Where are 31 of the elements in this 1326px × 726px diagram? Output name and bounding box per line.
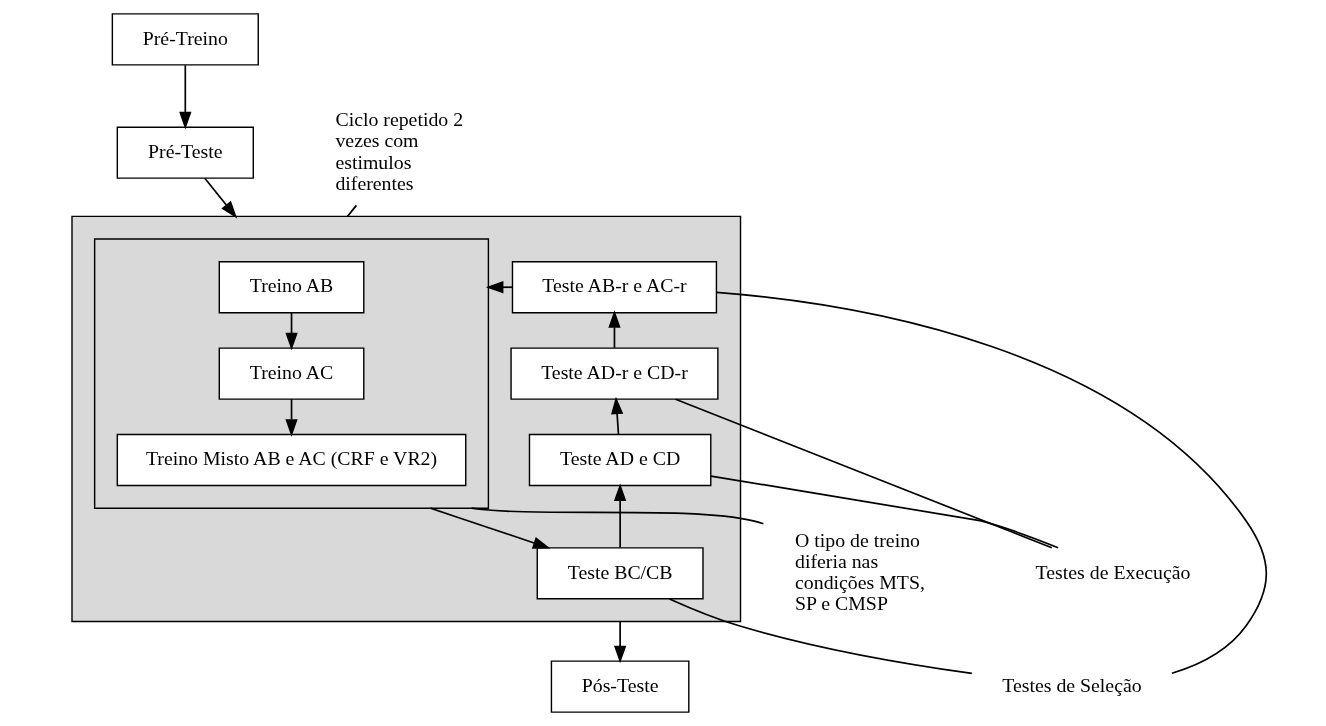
node-text: Testes de Execução (1035, 560, 1190, 583)
node-box: Teste AB-r e AC-r (511, 261, 717, 314)
arrow (178, 64, 191, 130)
connector (715, 291, 1267, 675)
cluster (70, 215, 741, 623)
connector (470, 507, 764, 525)
arrow (284, 311, 298, 351)
node-box: Teste BC/CB (536, 547, 704, 600)
arrow (203, 177, 237, 219)
node-box: Treino Misto AB e AC (CRF e VR2) (116, 433, 466, 487)
connector (674, 398, 1053, 549)
node-box: Teste AD e CD (528, 433, 711, 487)
node-box: Treino AC (218, 347, 364, 400)
node-box: Pós-Teste (550, 660, 690, 713)
arrow (429, 507, 550, 549)
arrow (613, 620, 626, 664)
arrow (284, 398, 298, 437)
cluster (93, 238, 489, 509)
arrow (485, 281, 513, 294)
node-box: Treino AB (218, 261, 364, 314)
node-box: Teste AD-r e CD-r (509, 347, 719, 400)
connector (709, 475, 1059, 549)
node-text: O tipo de treino diferia nas condições MTS, SP e CMSP (794, 528, 925, 615)
connector (346, 204, 357, 218)
node-box: Pré-Treino (111, 13, 259, 66)
node-text: Testes de Seleção (1001, 673, 1142, 696)
arrow (613, 483, 626, 549)
node-box: Pré-Teste (116, 126, 254, 179)
arrow (610, 396, 623, 436)
arrow (607, 310, 621, 349)
node-text: Ciclo repetido 2 vezes com estimulos diferentes (334, 108, 463, 194)
